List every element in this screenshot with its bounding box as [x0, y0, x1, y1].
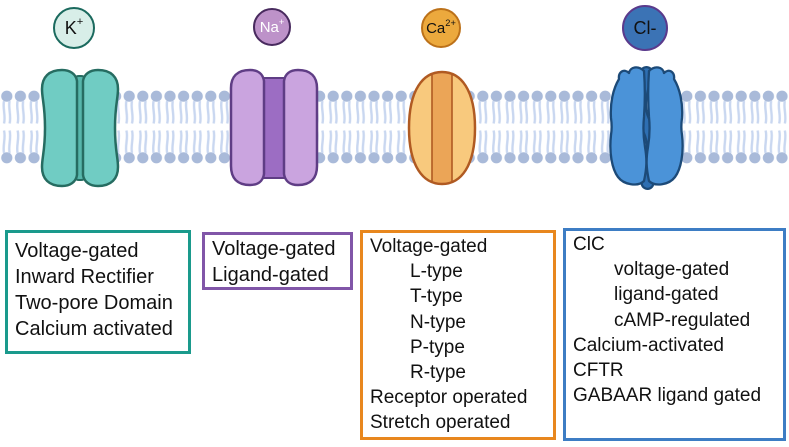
channel-type-line: P-type: [410, 336, 465, 358]
channel-type-line: Two-pore Domain: [15, 292, 173, 314]
channel-type-line: Voltage-gated: [370, 236, 488, 257]
calcium-channel: [407, 70, 477, 186]
channel-type-line: cAMP-regulated: [614, 309, 751, 331]
potassium-ion-label: K+: [64, 16, 84, 38]
calcium-channel-outline: [407, 70, 477, 186]
potassium-channel-left-lobe: [40, 68, 79, 188]
sodium-ion-label: Na+: [259, 16, 285, 36]
channel-type-line: Calcium-activated: [573, 334, 724, 356]
chloride-channel-right-lobe: [645, 66, 684, 186]
channel-type-line: Voltage-gated: [212, 238, 336, 260]
calcium-ion-label: Ca2+: [426, 17, 456, 37]
channel-type-line: Calcium activated: [15, 318, 173, 340]
channel-type-line: T-type: [410, 286, 463, 308]
channel-type-line: GABAAR ligand gated: [573, 385, 762, 407]
channel-type-line: Voltage-gated: [15, 240, 139, 262]
channel-type-line: Receptor operated: [370, 387, 528, 409]
channel-type-line: ClC: [573, 234, 605, 255]
calcium-channel-pore: [432, 72, 452, 184]
channel-type-line: voltage-gated: [614, 259, 730, 281]
chloride-channel-types-box: ClC voltage-gated ligand-gated cAMP-regulat…: [563, 228, 786, 441]
chloride-ion-label: Cl-: [633, 17, 657, 38]
channel-type-line: CFTR: [573, 360, 624, 382]
chloride-channel-type-list: ClC voltage-gated ligand-gated cAMP-regulat…: [573, 232, 776, 408]
channel-type-line: Ligand-gated: [212, 264, 329, 286]
chloride-channel: [609, 66, 684, 190]
channel-type-line: Stretch operated: [370, 412, 511, 434]
calcium-ion-badge: Ca2+: [421, 8, 461, 48]
sodium-channel-right-lobe: [282, 68, 319, 187]
channel-type-line: L-type: [410, 261, 463, 283]
sodium-ion-badge: Na+: [253, 8, 291, 46]
potassium-ion-badge: K+: [53, 7, 95, 49]
channel-type-line: N-type: [410, 311, 466, 333]
chloride-ion-badge: Cl-: [622, 5, 668, 51]
potassium-channel: [40, 68, 120, 188]
sodium-channel: [229, 68, 319, 187]
channel-type-line: ligand-gated: [614, 284, 719, 306]
channel-type-line: Inward Rectifier: [15, 266, 154, 288]
channel-type-line: R-type: [410, 362, 466, 384]
sodium-channel-left-lobe: [229, 68, 266, 187]
potassium-channel-right-lobe: [81, 68, 120, 188]
chloride-channel-left-lobe: [609, 66, 648, 186]
